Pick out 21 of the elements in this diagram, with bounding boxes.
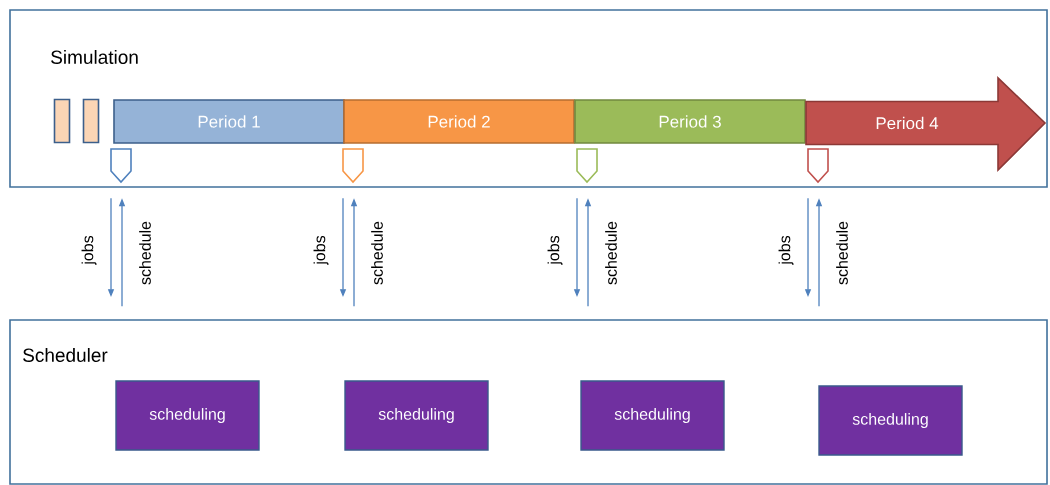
edge-label: jobs: [81, 235, 97, 266]
edge-label: schedule: [605, 221, 617, 285]
period-bar: Period 3: [574, 99, 806, 144]
edge-label: jobs: [547, 235, 563, 266]
marker: [807, 148, 829, 184]
period-bar: Period 2: [343, 99, 575, 144]
process-box: scheduling: [115, 380, 260, 451]
process-box: scheduling: [818, 385, 963, 456]
edge-label: jobs: [778, 235, 794, 266]
marker: [342, 148, 364, 184]
process-box: scheduling: [580, 380, 725, 451]
period-bar: Period 1: [113, 99, 345, 144]
process-box: scheduling: [344, 380, 489, 451]
edge-label: schedule: [836, 221, 848, 285]
edge-label: schedule: [139, 221, 151, 285]
edge-label: schedule: [371, 221, 383, 285]
marker: [110, 148, 132, 184]
small-box: [53, 98, 71, 144]
edge-label: jobs: [313, 235, 329, 266]
marker: [576, 148, 598, 184]
small-box: [82, 98, 100, 144]
